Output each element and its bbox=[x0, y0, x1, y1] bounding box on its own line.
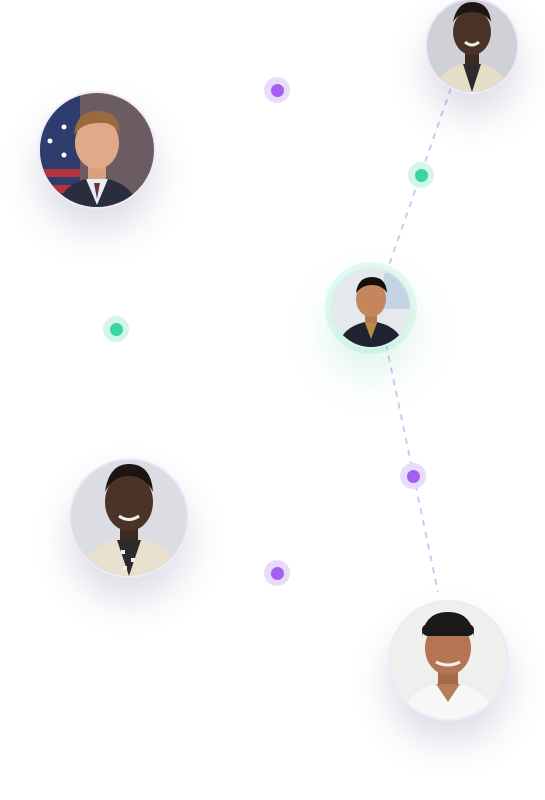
person-photo-icon bbox=[332, 269, 410, 347]
avatar-woman-top-right bbox=[425, 0, 519, 94]
node-dot-purple bbox=[400, 463, 426, 489]
avatar-man-center bbox=[330, 267, 412, 349]
person-photo-icon bbox=[390, 602, 507, 719]
person-photo-icon bbox=[40, 93, 154, 207]
person-photo-icon bbox=[427, 0, 517, 92]
node-dot-purple bbox=[264, 560, 290, 586]
connector-line-top bbox=[387, 87, 452, 269]
avatar-man-headwrap bbox=[388, 600, 509, 721]
person-photo-icon bbox=[71, 460, 187, 576]
node-dot-green bbox=[408, 162, 434, 188]
node-dot-green bbox=[103, 316, 129, 342]
node-dot-purple bbox=[264, 77, 290, 103]
avatar-woman-left bbox=[69, 458, 189, 578]
avatar-man-suit bbox=[38, 91, 156, 209]
